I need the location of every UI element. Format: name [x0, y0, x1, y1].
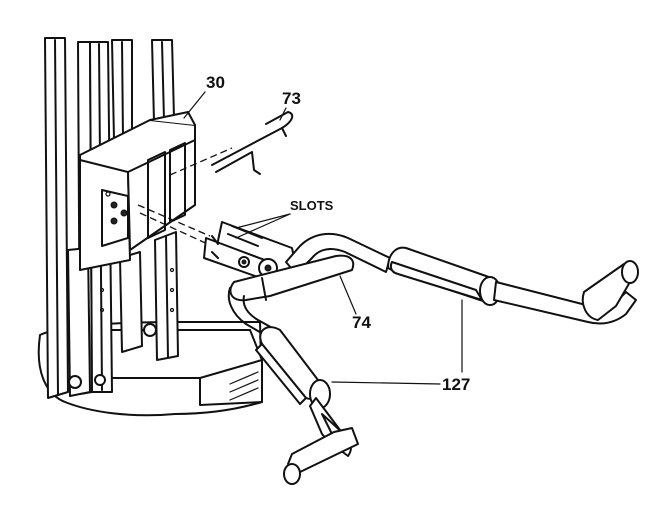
- callout-74: 74: [352, 313, 371, 332]
- handle-bar-74: [227, 232, 391, 339]
- callout-73: 73: [282, 89, 301, 108]
- callout-30: 30: [206, 73, 225, 92]
- alignment-lines: [137, 147, 233, 247]
- leader-lines: [183, 91, 463, 385]
- upper-grip-127: [387, 246, 639, 325]
- lower-grip-127: [255, 326, 359, 485]
- callout-slots: SLOTS: [290, 198, 334, 213]
- carriage-30: [79, 111, 196, 271]
- pin-73: [211, 111, 294, 175]
- callout-127: 127: [442, 375, 470, 394]
